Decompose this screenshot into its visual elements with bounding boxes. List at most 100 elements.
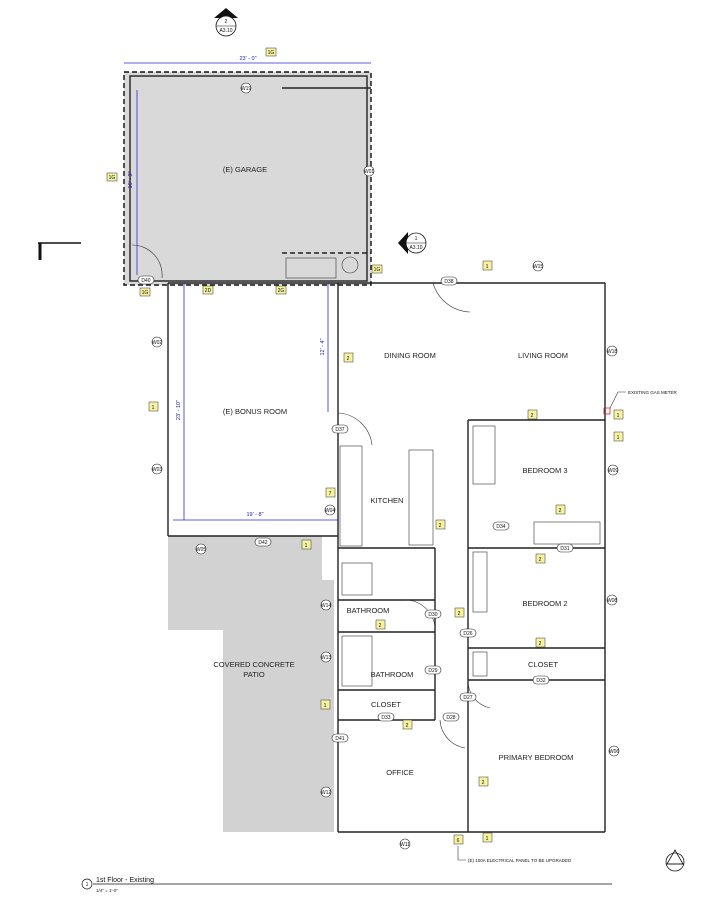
label-dining-room: DINING ROOM <box>384 351 436 360</box>
svg-text:2: 2 <box>559 508 562 514</box>
label-bathroom-2: BATHROOM <box>371 670 414 679</box>
label-kitchen: KITCHEN <box>371 496 404 505</box>
keynote-tag: 2 <box>375 619 386 630</box>
svg-text:1: 1 <box>324 703 327 709</box>
svg-text:1: 1 <box>486 836 489 842</box>
svg-text:D26: D26 <box>463 631 472 637</box>
door-tag: D42 <box>254 537 272 547</box>
keynote-tag: 2 <box>343 352 354 363</box>
keynote-tag: 1 <box>320 699 331 710</box>
svg-text:2D: 2D <box>205 288 212 294</box>
svg-text:2: 2 <box>539 641 542 647</box>
label-bedroom-2: BEDROOM 2 <box>522 599 567 608</box>
svg-text:2: 2 <box>531 413 534 419</box>
svg-text:W08: W08 <box>607 598 618 604</box>
svg-text:W13: W13 <box>321 655 332 661</box>
garage-wall <box>123 71 372 286</box>
door-tag: D37 <box>331 424 349 434</box>
svg-text:2: 2 <box>482 780 485 786</box>
svg-text:1: 1 <box>415 236 418 242</box>
window-tag: W14 <box>320 599 332 611</box>
window-tag: W18 <box>606 345 617 357</box>
svg-text:W02: W02 <box>152 340 163 346</box>
svg-text:A3.10: A3.10 <box>409 245 422 251</box>
door-tag: D32 <box>532 675 550 685</box>
keynote-tag: 2 <box>478 776 489 787</box>
svg-text:D34: D34 <box>496 524 505 530</box>
label-primary-bedroom: PRIMARY BEDROOM <box>499 753 574 762</box>
label-closet-2: CLOSET <box>371 700 401 709</box>
svg-text:W03: W03 <box>152 467 163 473</box>
window-tag: W08 <box>606 594 618 606</box>
svg-text:W04: W04 <box>325 508 336 514</box>
svg-text:W14: W14 <box>321 603 332 609</box>
svg-text:1G: 1G <box>374 267 381 273</box>
door-tag: D28 <box>442 712 460 722</box>
svg-text:D30: D30 <box>428 612 437 618</box>
svg-text:1: 1 <box>617 413 620 419</box>
gas-meter-note: EXISTING GAS METER <box>628 390 678 395</box>
svg-text:2: 2 <box>406 723 409 729</box>
keynote-tag: 2D <box>202 285 214 295</box>
svg-text:1: 1 <box>486 264 489 270</box>
label-patio-line2: PATIO <box>243 670 265 679</box>
svg-text:W11: W11 <box>400 842 410 848</box>
svg-text:D40: D40 <box>141 278 150 284</box>
keynote-tag: 1 <box>482 260 493 271</box>
window-tag: W11 <box>399 838 411 850</box>
keynote-tag: 2 <box>535 637 546 648</box>
window-tag: W01 <box>363 165 375 177</box>
keynote-tag: 1G <box>265 47 277 57</box>
svg-text:2G: 2G <box>278 288 285 294</box>
keynote-tag: 1 <box>613 409 624 420</box>
door-tag: D38 <box>440 276 458 286</box>
svg-text:D38: D38 <box>444 279 453 285</box>
keynote-tag: 2 <box>402 719 413 730</box>
svg-text:D31: D31 <box>560 546 569 552</box>
north-arrow-icon <box>665 849 685 872</box>
keynote-tag: 2 <box>555 504 566 515</box>
view-title: 1st Floor - Existing <box>96 877 154 884</box>
keynote-tag: 6 <box>453 834 464 845</box>
svg-text:W15: W15 <box>533 264 544 270</box>
svg-text:6: 6 <box>457 838 460 844</box>
keynote-tag: 1G <box>139 287 151 297</box>
svg-text:D27: D27 <box>463 695 472 701</box>
keynote-tag: 1 <box>148 401 159 412</box>
view-scale: 1/4" = 1'-0" <box>96 888 118 893</box>
svg-text:2: 2 <box>225 19 228 25</box>
svg-text:1: 1 <box>617 435 620 441</box>
window-tag: W19 <box>240 82 251 94</box>
svg-text:D37: D37 <box>335 427 344 433</box>
svg-text:2: 2 <box>539 557 542 563</box>
window-tag: W09 <box>607 464 619 476</box>
svg-text:D28: D28 <box>446 715 455 721</box>
section-marker-1: 1 A3.10 <box>398 232 427 254</box>
svg-text:W09: W09 <box>608 468 619 474</box>
dim-garage-width: 23' - 0" <box>239 56 256 62</box>
window-tag: W06 <box>608 745 620 757</box>
keynote-tag: 1 <box>613 431 624 442</box>
svg-text:W06: W06 <box>609 749 620 755</box>
door-tag: D34 <box>492 521 510 531</box>
label-office: OFFICE <box>386 768 414 777</box>
svg-text:2: 2 <box>458 611 461 617</box>
keynote-tag: 2 <box>435 519 446 530</box>
window-tag: W02 <box>151 336 163 348</box>
dim-bonus-upper: 12' - 4" <box>320 338 326 355</box>
keynote-tag: 1G <box>371 264 383 274</box>
svg-text:7: 7 <box>329 491 332 497</box>
svg-text:1: 1 <box>305 543 308 549</box>
dim-bonus-width: 19' - 8" <box>246 512 263 518</box>
svg-text:W05: W05 <box>196 547 207 553</box>
label-bonus-room: (E) BONUS ROOM <box>223 407 287 416</box>
label-bathroom-1: BATHROOM <box>347 606 390 615</box>
door-tag: D40 <box>137 275 155 285</box>
svg-text:W01: W01 <box>364 169 375 175</box>
svg-text:W12: W12 <box>321 790 332 796</box>
svg-text:1G: 1G <box>142 290 149 296</box>
keynote-tag: 2 <box>527 409 538 420</box>
svg-text:2: 2 <box>379 623 382 629</box>
keynote-tag: 2G <box>275 285 287 295</box>
